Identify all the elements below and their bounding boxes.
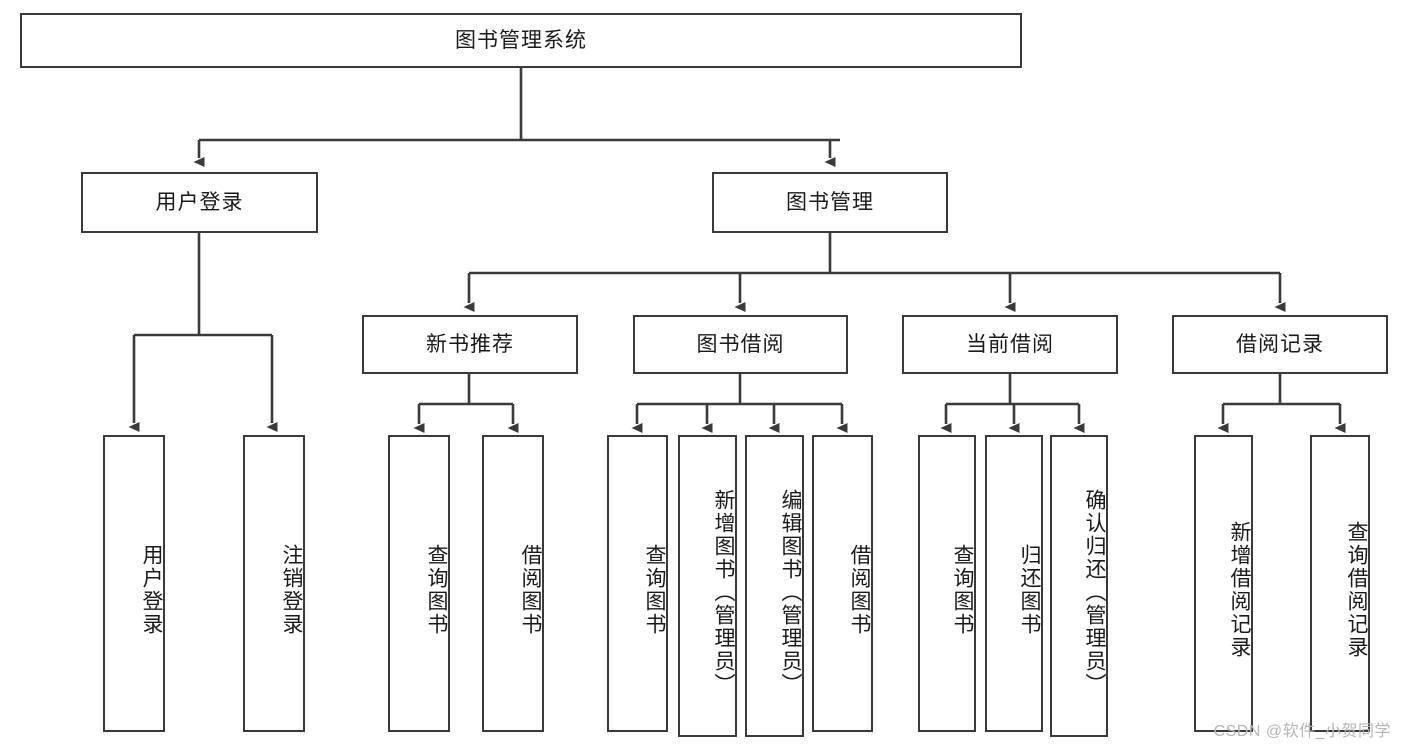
leaf-user-login-label: 用户登录 xyxy=(140,543,163,636)
leaf-query-book-recommend-label: 查询图书 xyxy=(425,543,448,636)
leaf-confirm-return-admin[interactable]: 确认归还（管理员） xyxy=(1050,435,1108,737)
leaf-add-borrow-record-label: 新增借阅记录 xyxy=(1228,520,1251,659)
leaf-borrow-book-recommend[interactable]: 借阅图书 xyxy=(482,435,544,732)
leaf-query-book-borrow-label: 查询图书 xyxy=(643,543,666,636)
leaf-query-book-borrow[interactable]: 查询图书 xyxy=(607,435,668,732)
node-current-borrow-label: 当前借阅 xyxy=(966,332,1054,356)
leaf-query-book-recommend[interactable]: 查询图书 xyxy=(388,435,450,732)
leaf-query-borrow-record[interactable]: 查询借阅记录 xyxy=(1310,435,1370,732)
node-borrow-record[interactable]: 借阅记录 xyxy=(1172,315,1388,374)
node-book-borrow[interactable]: 图书借阅 xyxy=(633,315,848,374)
leaf-confirm-return-admin-label: 确认归还（管理员） xyxy=(1083,488,1106,696)
leaf-borrow-book[interactable]: 借阅图书 xyxy=(812,435,873,732)
leaf-add-book-admin-label: 新增图书（管理员） xyxy=(712,488,735,696)
node-root-label: 图书管理系统 xyxy=(455,28,587,52)
node-book-borrow-label: 图书借阅 xyxy=(696,332,785,356)
leaf-edit-book-admin-label: 编辑图书（管理员） xyxy=(779,488,802,696)
watermark-text: CSDN @软件_小贺同学 xyxy=(1213,723,1391,740)
leaf-query-book-current-label: 查询图书 xyxy=(951,543,974,636)
node-new-book-recommend[interactable]: 新书推荐 xyxy=(362,315,578,374)
leaf-return-book-label: 归还图书 xyxy=(1018,543,1041,636)
node-borrow-record-label: 借阅记录 xyxy=(1236,332,1324,356)
leaf-add-borrow-record[interactable]: 新增借阅记录 xyxy=(1194,435,1253,732)
node-book-manage-label: 图书管理 xyxy=(786,190,874,214)
leaf-edit-book-admin[interactable]: 编辑图书（管理员） xyxy=(745,435,804,737)
node-root[interactable]: 图书管理系统 xyxy=(20,13,1022,68)
leaf-query-book-current[interactable]: 查询图书 xyxy=(918,435,976,732)
node-user-login-label: 用户登录 xyxy=(155,190,244,214)
leaf-return-book[interactable]: 归还图书 xyxy=(985,435,1043,732)
leaf-borrow-book-recommend-label: 借阅图书 xyxy=(519,543,542,636)
node-new-book-recommend-label: 新书推荐 xyxy=(426,332,514,356)
leaf-logout[interactable]: 注销登录 xyxy=(243,435,305,732)
leaf-logout-label: 注销登录 xyxy=(280,543,303,636)
node-current-borrow[interactable]: 当前借阅 xyxy=(902,315,1118,374)
node-user-login[interactable]: 用户登录 xyxy=(81,172,318,233)
leaf-query-borrow-record-label: 查询借阅记录 xyxy=(1345,520,1368,659)
node-book-manage[interactable]: 图书管理 xyxy=(712,172,948,233)
leaf-user-login[interactable]: 用户登录 xyxy=(103,435,165,732)
leaf-borrow-book-label: 借阅图书 xyxy=(848,543,871,636)
leaf-add-book-admin[interactable]: 新增图书（管理员） xyxy=(678,435,737,737)
